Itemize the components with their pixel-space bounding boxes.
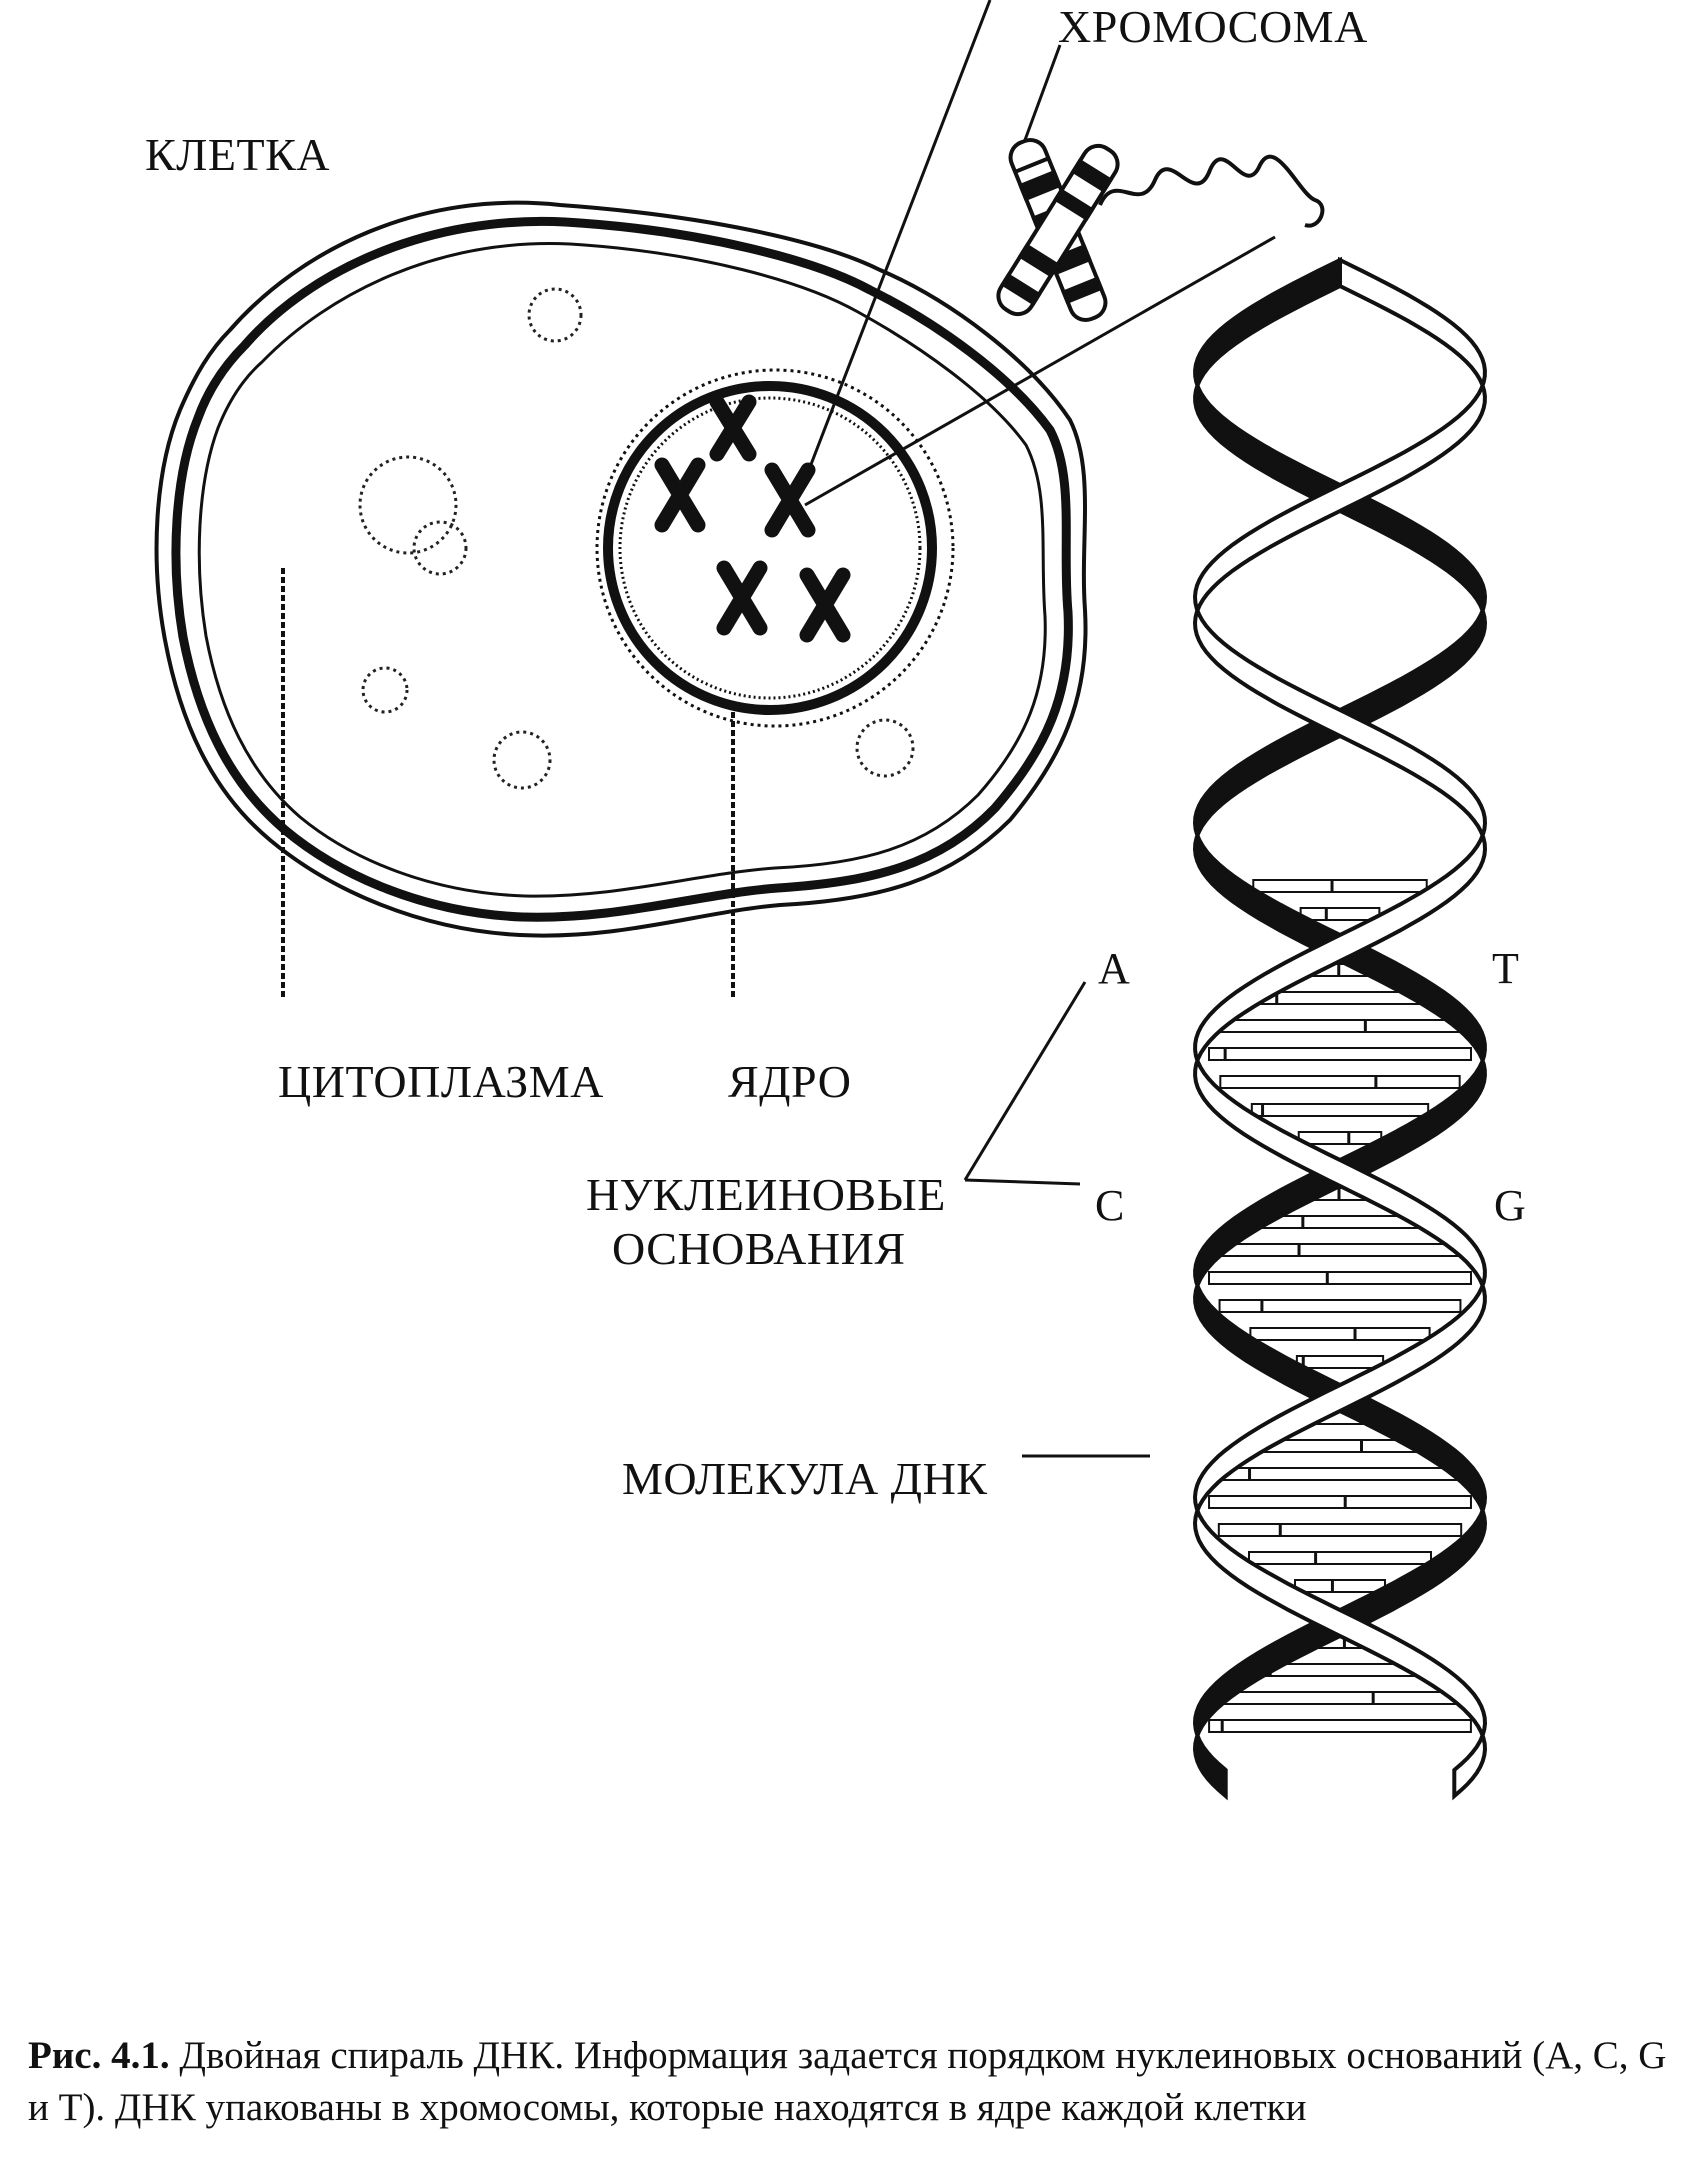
dna-strand-coil bbox=[1098, 154, 1325, 228]
nucleobases-label-line2: ОСНОВАНИЯ bbox=[612, 1223, 906, 1274]
cell-membrane bbox=[154, 200, 1088, 938]
base-pair-rung bbox=[1208, 1495, 1472, 1509]
base-pair-rung bbox=[1220, 1467, 1460, 1481]
base-pair-rung bbox=[1217, 1523, 1463, 1537]
caption-text: Двойная спираль ДНК. Информация задается… bbox=[28, 2034, 1667, 2129]
caption-number: Рис. 4.1. bbox=[28, 2034, 170, 2077]
base-pair-rung bbox=[1249, 1327, 1431, 1341]
cell-label: КЛЕТКА bbox=[145, 129, 330, 180]
base-g-label: G bbox=[1494, 1181, 1526, 1230]
chromosome-pointer bbox=[1023, 44, 1062, 141]
dna-helix bbox=[1192, 256, 1488, 1801]
base-a-label: A bbox=[1098, 944, 1130, 993]
figure-caption: Рис. 4.1. Двойная спираль ДНК. Информаци… bbox=[28, 2030, 1668, 2134]
base-pair-rung bbox=[1247, 1551, 1433, 1565]
base-pair-rung bbox=[1295, 1355, 1385, 1369]
base-t-label: T bbox=[1492, 944, 1519, 993]
dna-molecule-label: МОЛЕКУЛА ДНК bbox=[622, 1453, 988, 1504]
organelles bbox=[358, 287, 915, 790]
base-pair-rung bbox=[1250, 1103, 1430, 1117]
cytoplasm-label: ЦИТОПЛАЗМА bbox=[278, 1056, 604, 1107]
nucleobases-label-line1: НУКЛЕИНОВЫЕ bbox=[586, 1169, 946, 1220]
base-c-label: C bbox=[1095, 1181, 1125, 1230]
base-pair-rung bbox=[1219, 1243, 1461, 1257]
zoom-lines bbox=[803, 0, 1276, 507]
base-pair-rung bbox=[1208, 1271, 1472, 1285]
base-pair-rung bbox=[1208, 1047, 1472, 1061]
base-pair-rung bbox=[1218, 1019, 1462, 1033]
base-pair-rung bbox=[1218, 1299, 1462, 1313]
base-pair-rung bbox=[1294, 1579, 1386, 1593]
dna-backbone-light bbox=[1192, 256, 1488, 1801]
chromosome-label: ХРОМОСОМА bbox=[1058, 1, 1368, 52]
nucleus bbox=[595, 368, 955, 728]
base-pair-rung bbox=[1297, 1131, 1383, 1145]
base-pair-rung bbox=[1219, 1075, 1461, 1089]
enlarged-chromosome bbox=[996, 138, 1120, 322]
nucleus-chromosomes bbox=[654, 394, 851, 643]
dna-backbone-dark bbox=[1192, 256, 1488, 1801]
base-pair-rung bbox=[1208, 1719, 1472, 1733]
base-pair-rung bbox=[1252, 879, 1428, 893]
base-pair-rung bbox=[1220, 1691, 1460, 1705]
nucleus-label: ЯДРО bbox=[728, 1056, 852, 1107]
base-pair-rung bbox=[1299, 907, 1381, 921]
